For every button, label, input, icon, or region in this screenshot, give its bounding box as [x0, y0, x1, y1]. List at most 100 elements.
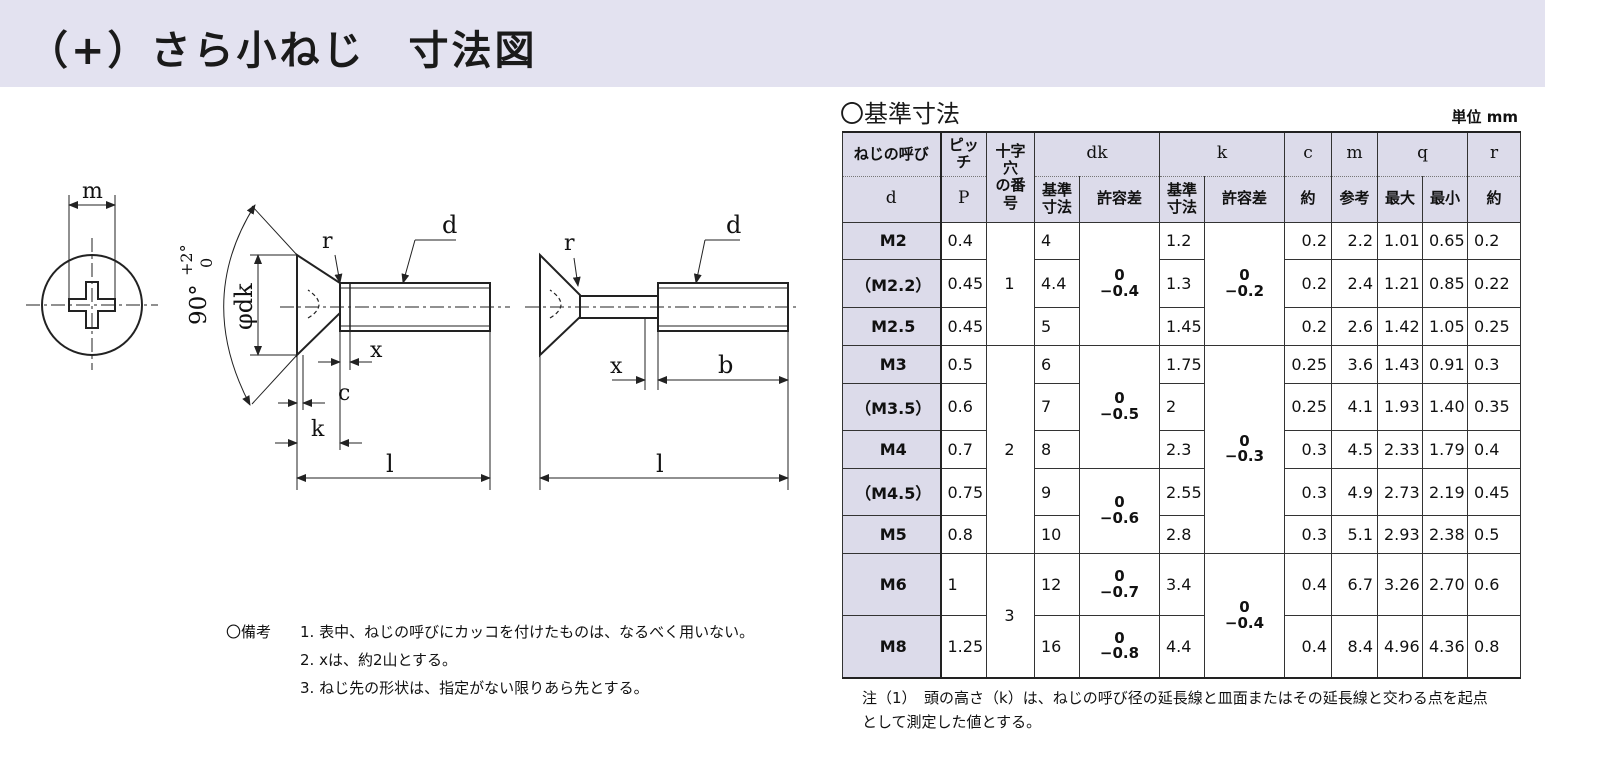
cell-r: 0.45	[1467, 467, 1522, 517]
cell-d: M2	[842, 221, 942, 261]
cell-qmax: 2.33	[1377, 430, 1423, 469]
cell-dk: 4.4	[1034, 259, 1080, 308]
cell-qmax: 1.01	[1377, 221, 1423, 261]
label-l-right: l	[656, 450, 664, 478]
cell-r: 0.6	[1467, 553, 1522, 616]
cell-k: 2.8	[1159, 515, 1205, 555]
label-x-right: x	[610, 354, 623, 379]
label-m: m	[82, 179, 103, 204]
cell-qmax: 2.93	[1377, 515, 1423, 555]
table-row: M8 1.25 16 0−0.8 4.4 0.4 8.4 4.96 4.36 0…	[842, 614, 1522, 679]
unit-label: 単位 mm	[1451, 108, 1518, 126]
cell-qmax: 1.42	[1377, 306, 1423, 346]
cell-dk-tol: 0−0.6	[1079, 467, 1160, 555]
cell-m: 8.4	[1331, 614, 1378, 679]
cell-k: 1.3	[1159, 259, 1205, 308]
label-l-left: l	[386, 450, 394, 478]
cell-k: 4.4	[1159, 614, 1205, 679]
cell-m: 2.2	[1331, 221, 1378, 261]
cell-d: M3	[842, 344, 942, 384]
cell-c: 0.4	[1284, 614, 1332, 679]
cell-p: 0.6	[940, 382, 987, 432]
cell-p: 0.7	[940, 430, 987, 469]
page-title: （+）さら小ねじ 寸法図	[28, 28, 538, 74]
cell-m: 4.5	[1331, 430, 1378, 469]
cell-qmin: 4.36	[1421, 614, 1469, 679]
cell-c: 0.2	[1284, 221, 1332, 261]
cell-p: 0.45	[940, 306, 987, 346]
label-d-right: d	[726, 211, 741, 239]
cell-r: 0.3	[1467, 344, 1522, 384]
label-r-left: r	[322, 229, 333, 254]
cell-k-tol: 0−0.3	[1204, 344, 1285, 555]
title-bar: （+）さら小ねじ 寸法図	[0, 0, 1545, 87]
cell-dk-tol: 0−0.7	[1079, 553, 1160, 616]
cell-k: 3.4	[1159, 553, 1205, 616]
cell-p: 0.45	[940, 259, 987, 308]
dimension-table: ねじの呼び ピッチ 十字穴の番号 dk k c m q r d P 基準 寸法 …	[842, 131, 1522, 679]
header-m-sanko: 参考	[1331, 175, 1378, 223]
cell-qmin: 0.91	[1421, 344, 1469, 384]
cell-r: 0.2	[1467, 221, 1522, 261]
remarks-list: 1. 表中、ねじの呼びにカッコを付けたものは、なるべく用いない。 2. xは、約…	[300, 618, 840, 702]
cell-c: 0.2	[1284, 306, 1332, 346]
cell-c: 0.2	[1284, 259, 1332, 308]
cell-m: 4.1	[1331, 382, 1378, 432]
cell-dk-tol: 0−0.4	[1079, 221, 1160, 346]
header-name: ねじの呼び	[842, 131, 942, 177]
cell-r: 0.8	[1467, 614, 1522, 679]
table-row: （M4.5） 0.75 9 0−0.6 2.55 0.3 4.9 2.73 2.…	[842, 467, 1522, 555]
table-row: M6 1 3 12 0−0.7 3.4 0−0.4 0.4 6.7 3.26 2…	[842, 553, 1522, 679]
cell-qmin: 1.40	[1421, 382, 1469, 432]
cell-d: M2.5	[842, 306, 942, 346]
cell-dk: 9	[1034, 467, 1080, 517]
cell-qmin: 2.19	[1421, 467, 1469, 517]
cell-dk: 6	[1034, 344, 1080, 384]
cell-r: 0.5	[1467, 515, 1522, 555]
cell-p: 0.5	[940, 344, 987, 384]
table-row: （M3.5） 0.6 7 2 0.25 4.1 1.93 1.40 0.35	[842, 382, 1522, 432]
label-angle-lower: 0	[197, 258, 216, 268]
cell-m: 5.1	[1331, 515, 1378, 555]
cell-c: 0.3	[1284, 430, 1332, 469]
table-row: M2 0.4 1 4 0−0.4 1.2 0−0.2 0.2 2.2 1.01 …	[842, 221, 1522, 346]
cell-d: （M4.5）	[842, 467, 942, 517]
header-cross: 十字穴の番号	[986, 131, 1035, 223]
remark-item: 3. ねじ先の形状は、指定がない限りあら先とする。	[300, 679, 649, 697]
cell-m: 2.6	[1331, 306, 1378, 346]
cell-dk: 10	[1034, 515, 1080, 555]
cell-d: M6	[842, 553, 942, 616]
header-dk: dk	[1034, 131, 1160, 177]
section-title: 〇基準寸法	[840, 100, 960, 128]
cell-cross: 2	[986, 344, 1035, 555]
cell-k-tol: 0−0.2	[1204, 221, 1285, 346]
cell-dk: 4	[1034, 221, 1080, 261]
label-k: k	[311, 417, 325, 442]
cell-k-tol: 0−0.4	[1204, 553, 1285, 679]
cell-qmax: 3.26	[1377, 553, 1423, 616]
cell-qmin: 1.79	[1421, 430, 1469, 469]
cell-qmin: 2.38	[1421, 515, 1469, 555]
header-r-yaku: 約	[1467, 175, 1522, 223]
label-b: b	[718, 351, 733, 379]
cell-qmin: 1.05	[1421, 306, 1469, 346]
header-q: q	[1376, 131, 1469, 177]
label-x-left: x	[370, 338, 383, 363]
cell-r: 0.25	[1467, 306, 1522, 346]
cell-k: 2.3	[1159, 430, 1205, 469]
cell-p: 1.25	[940, 614, 987, 679]
cell-dk: 12	[1034, 553, 1080, 616]
cell-qmin: 0.65	[1421, 221, 1469, 261]
header-r: r	[1467, 131, 1522, 177]
head-top-view	[26, 195, 158, 370]
header-k: k	[1159, 131, 1285, 177]
cell-p: 0.8	[940, 515, 987, 555]
table-row: M3 0.5 2 6 0−0.5 1.75 0−0.3 0.25 3.6 1.4…	[842, 344, 1522, 555]
cell-p: 0.75	[940, 467, 987, 517]
screw-side-view-left	[223, 204, 510, 490]
label-c: c	[338, 381, 350, 406]
cell-r: 0.22	[1467, 259, 1522, 308]
header-name-d: d	[842, 175, 942, 223]
cell-c: 0.4	[1284, 553, 1332, 616]
cell-m: 4.9	[1331, 467, 1378, 517]
